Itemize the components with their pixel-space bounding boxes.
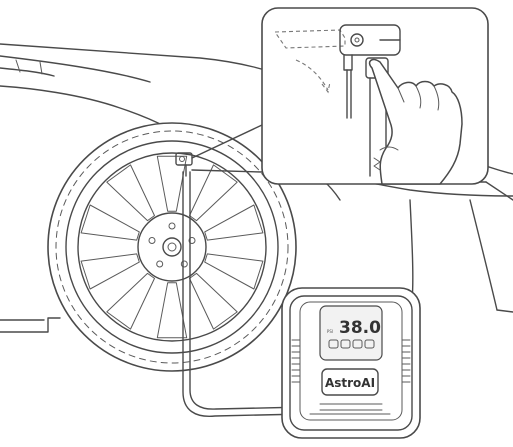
plus-button[interactable] xyxy=(364,339,375,349)
rim-spoke xyxy=(106,272,155,330)
valve-stem-icon xyxy=(175,152,193,177)
control-buttons[interactable] xyxy=(328,339,375,349)
lug-nut xyxy=(156,260,164,268)
rim-spoke xyxy=(189,272,238,330)
brand-logo: AstroAI xyxy=(325,376,375,390)
light-button[interactable] xyxy=(340,339,351,349)
wheel-hub xyxy=(137,212,207,282)
hand-pointer-icon xyxy=(368,58,463,185)
rim-spoke xyxy=(80,253,140,290)
power-button[interactable] xyxy=(328,339,339,349)
lcd-screen xyxy=(319,305,383,361)
rim-spoke xyxy=(189,164,238,222)
air-hose xyxy=(182,171,306,417)
lug-nut xyxy=(148,237,156,244)
lug-nut xyxy=(188,237,196,244)
rim-spoke xyxy=(156,155,188,212)
rim-spoke xyxy=(204,253,264,290)
tire-outline xyxy=(47,122,297,372)
rim-spoke xyxy=(106,164,155,222)
side-grip-right xyxy=(401,339,411,383)
side-grip-left xyxy=(291,339,301,383)
lug-nut xyxy=(180,260,188,268)
brand-plate xyxy=(321,368,379,396)
lug-nut xyxy=(168,222,176,230)
rim-spokes xyxy=(80,155,264,339)
pressure-display-unit: PSI xyxy=(327,329,333,334)
pump-device: 38.0 PSI AstroAI xyxy=(281,287,421,439)
minus-button[interactable] xyxy=(352,339,363,349)
rim-spoke xyxy=(204,204,264,241)
pressure-display-value: 38.0 xyxy=(339,318,381,338)
rim-spoke xyxy=(80,204,140,241)
